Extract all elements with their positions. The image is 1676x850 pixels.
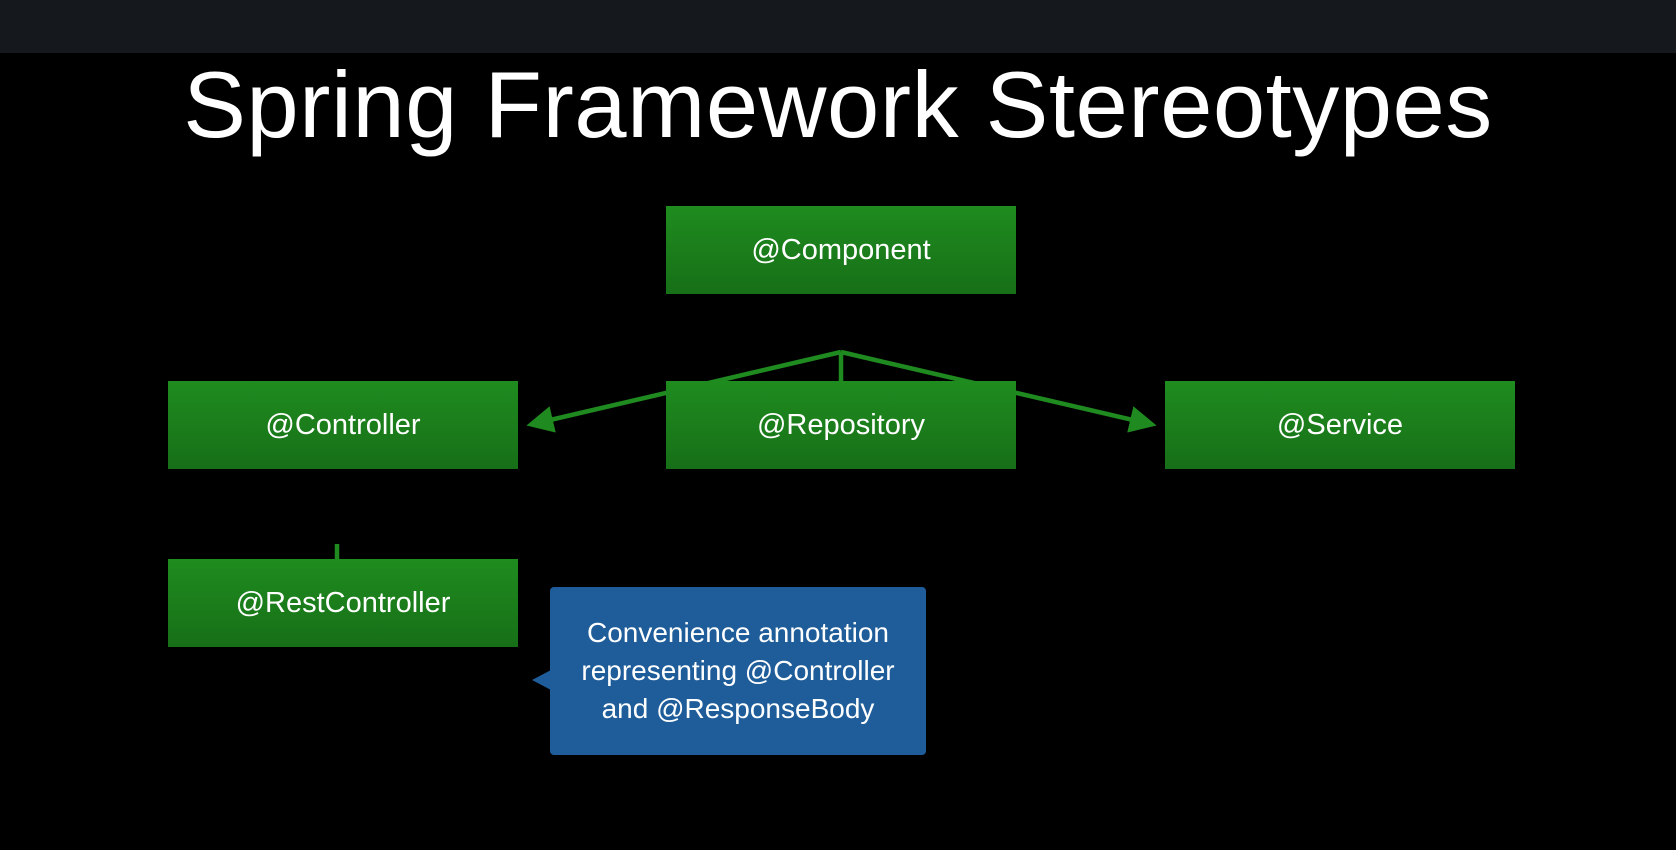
node-rest-controller: @RestController	[168, 559, 518, 647]
callout-box: Convenience annotation representing @Con…	[550, 587, 926, 755]
node-repository-label: @Repository	[756, 408, 926, 441]
node-component: @Component	[666, 206, 1016, 294]
slide-title: Spring Framework Stereotypes	[183, 52, 1493, 157]
top-bar	[0, 0, 1676, 53]
callout-line-1: Convenience annotation	[586, 617, 889, 648]
node-rest-controller-label: @RestController	[235, 586, 451, 619]
node-controller-label: @Controller	[265, 408, 421, 441]
node-repository: @Repository	[666, 381, 1016, 469]
node-component-label: @Component	[751, 233, 931, 266]
callout-line-3: and @ResponseBody	[601, 693, 875, 724]
callout-line-2: representing @Controller	[581, 655, 895, 686]
callout-pointer	[532, 670, 551, 690]
node-controller: @Controller	[168, 381, 518, 469]
node-service-label: @Service	[1276, 408, 1404, 441]
node-service: @Service	[1165, 381, 1515, 469]
